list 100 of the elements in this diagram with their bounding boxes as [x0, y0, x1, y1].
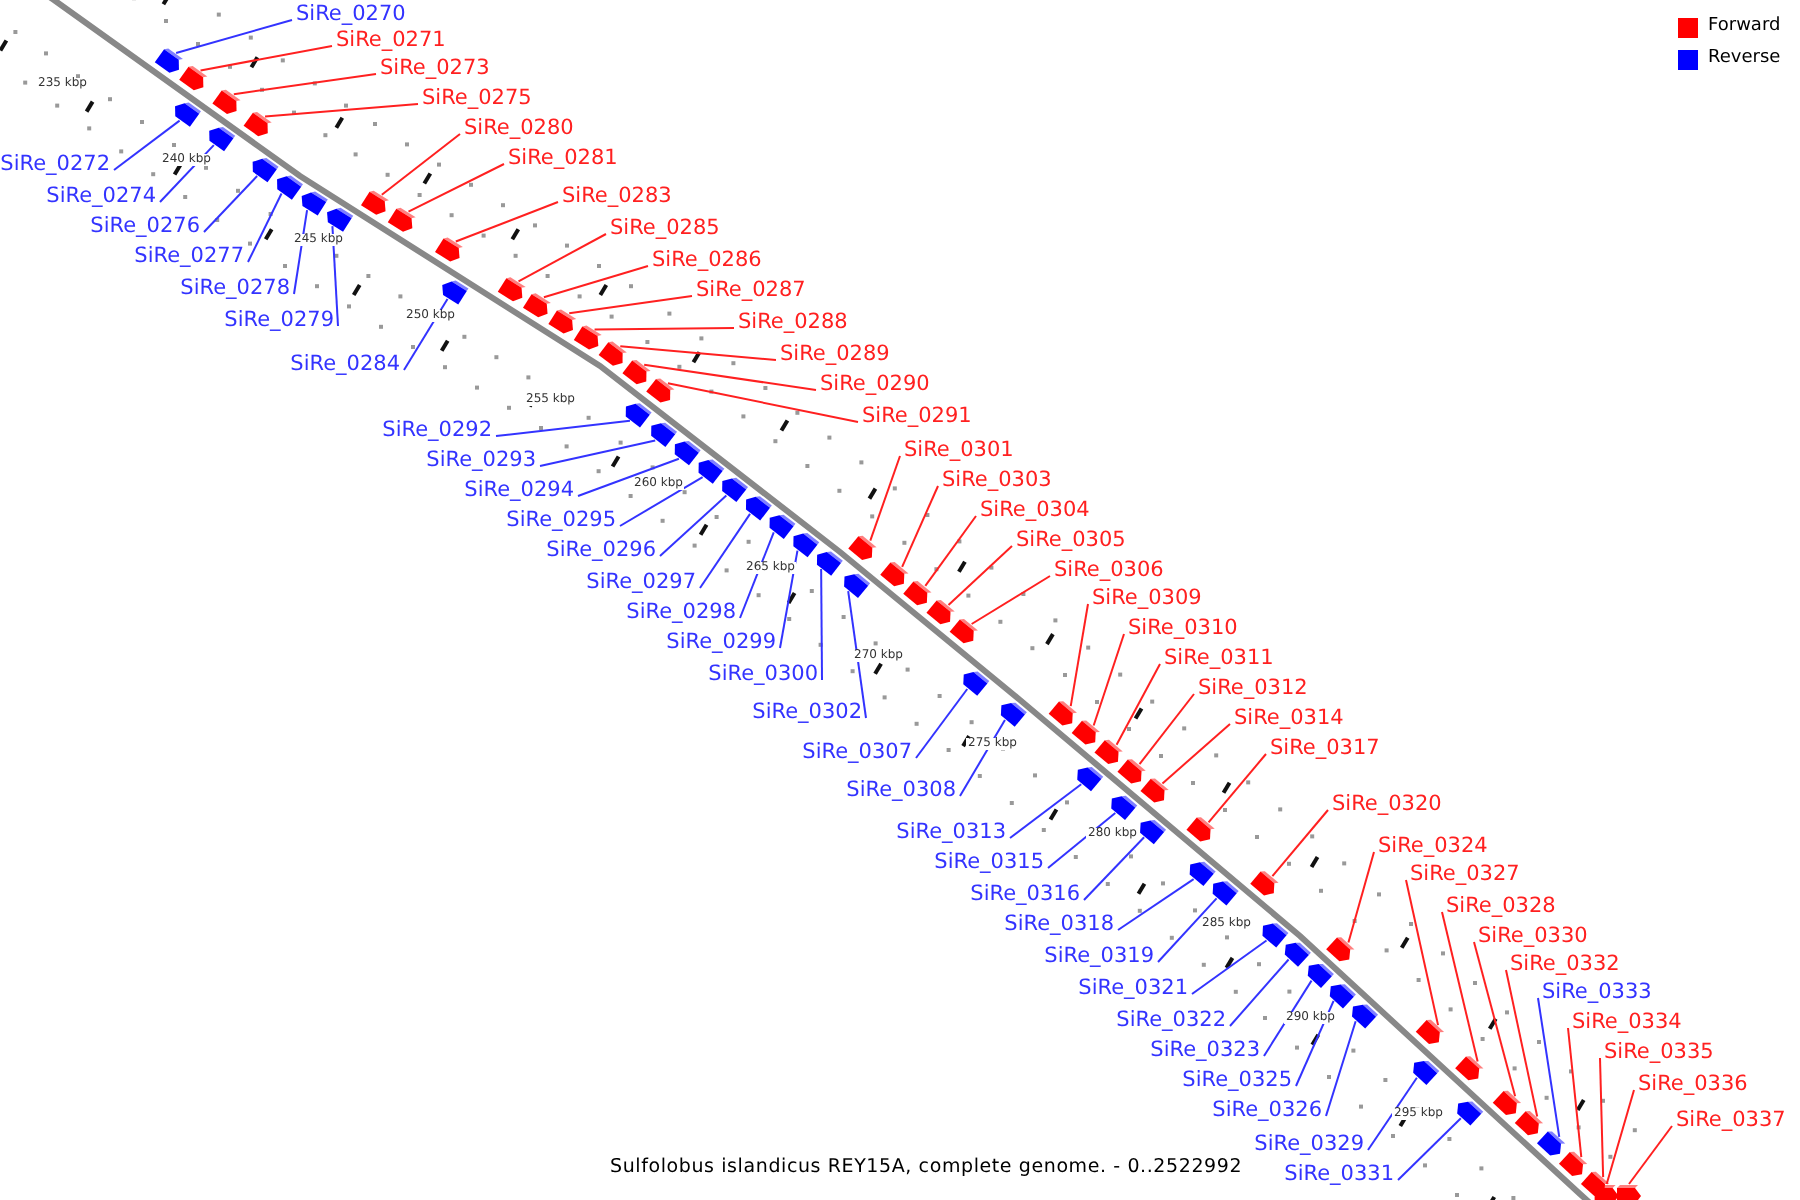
gene-label: SiRe_0324 — [1378, 836, 1488, 857]
gene-label: SiRe_0335 — [1604, 1042, 1714, 1063]
leader-line — [1191, 939, 1268, 995]
gene-block — [1457, 1101, 1484, 1126]
gene-block — [816, 551, 843, 576]
gene-block — [252, 158, 279, 183]
gene-block — [1117, 759, 1146, 784]
gene-block — [1140, 820, 1167, 845]
gene-block — [277, 175, 303, 200]
gene-label: SiRe_0313 — [896, 822, 1006, 843]
gene-block — [1140, 778, 1169, 803]
gene-block — [179, 66, 208, 91]
leader-line — [1092, 633, 1125, 727]
gene-block — [1351, 1004, 1379, 1029]
legend-label: Reverse — [1708, 50, 1781, 68]
gene-label: SiRe_0334 — [1572, 1012, 1682, 1033]
gene-label: SiRe_0315 — [934, 852, 1044, 873]
gene-block — [1077, 767, 1104, 792]
gene-block — [1048, 701, 1077, 726]
gene-label: SiRe_0330 — [1478, 926, 1588, 947]
gene-label: SiRe_0301 — [904, 440, 1014, 461]
leader-line — [659, 494, 728, 557]
leader-line — [1083, 836, 1146, 901]
leader-line — [901, 485, 939, 568]
gene-label: SiRe_0276 — [90, 216, 200, 237]
gene-block — [175, 102, 201, 127]
leader-line — [1047, 812, 1117, 869]
gene-block — [243, 112, 272, 137]
gene-label: SiRe_0332 — [1510, 954, 1620, 975]
gene-label: SiRe_0328 — [1446, 896, 1556, 917]
leader-line — [539, 439, 657, 467]
gene-label: SiRe_0296 — [546, 540, 656, 561]
leader-line — [1441, 911, 1479, 1063]
leader-line — [495, 419, 631, 437]
gene-block — [1594, 1185, 1619, 1200]
leader-line — [1263, 979, 1313, 1057]
gene-block — [1250, 871, 1279, 896]
leader-line — [1567, 1027, 1583, 1159]
gene-label: SiRe_0277 — [134, 246, 244, 267]
leader-line — [959, 719, 1006, 797]
gene-block — [1212, 881, 1239, 906]
gene-label: SiRe_0275 — [422, 88, 532, 109]
leader-line — [517, 233, 607, 283]
gene-label: SiRe_0317 — [1270, 738, 1380, 759]
gene-block — [1186, 817, 1215, 842]
gene-label: SiRe_0284 — [290, 354, 400, 375]
gene-label: SiRe_0329 — [1254, 1134, 1364, 1155]
leader-line — [1367, 1076, 1418, 1151]
gene-label: SiRe_0285 — [610, 218, 720, 239]
leader-line — [1347, 851, 1375, 944]
gene-block — [361, 190, 389, 215]
gene-label: SiRe_0327 — [1410, 864, 1520, 885]
gene-label: SiRe_0287 — [696, 280, 806, 301]
gene-label: SiRe_0270 — [296, 4, 406, 25]
gene-block — [722, 477, 748, 503]
leader-line — [779, 549, 799, 649]
gene-label: SiRe_0326 — [1212, 1100, 1322, 1121]
gene-label: SiRe_0325 — [1182, 1070, 1292, 1091]
leader-line — [739, 531, 775, 619]
gene-label: SiRe_0294 — [464, 480, 574, 501]
gene-label: SiRe_0272 — [0, 154, 110, 175]
leader-line — [380, 133, 461, 196]
leader-line — [1473, 941, 1517, 1098]
leader-line — [619, 345, 777, 361]
gene-label: SiRe_0278 — [180, 278, 290, 299]
gene-label: SiRe_0305 — [1016, 530, 1126, 551]
leader-line — [947, 545, 1013, 606]
leader-line — [113, 119, 181, 171]
gene-label: SiRe_0293 — [426, 450, 536, 471]
leader-line — [699, 512, 752, 589]
gene-block — [651, 422, 677, 447]
leader-line — [568, 295, 693, 315]
gene-block — [1189, 861, 1216, 887]
gene-label: SiRe_0323 — [1150, 1040, 1260, 1061]
gene-block — [1071, 720, 1100, 745]
leader-line — [643, 363, 817, 391]
gene-block — [625, 403, 652, 428]
gene-label: SiRe_0331 — [1284, 1164, 1394, 1185]
gene-block — [646, 378, 675, 403]
leader-line — [199, 45, 333, 72]
gene-label: SiRe_0336 — [1638, 1074, 1748, 1095]
gene-block — [1492, 1090, 1522, 1115]
gene-block — [154, 48, 183, 73]
gene-label: SiRe_0299 — [666, 632, 776, 653]
leader-line — [407, 163, 505, 213]
gene-block — [327, 207, 354, 232]
gene-block — [1000, 702, 1027, 727]
leader-line — [593, 327, 735, 331]
gene-label: SiRe_0303 — [942, 470, 1052, 491]
leader-line — [577, 457, 680, 497]
gene-label: SiRe_0322 — [1116, 1010, 1226, 1031]
leader-line — [1397, 1117, 1462, 1181]
gene-block — [1536, 1131, 1566, 1156]
leader-line — [293, 209, 309, 295]
leader-line — [970, 575, 1051, 625]
gene-block — [1413, 1060, 1440, 1085]
gene-label: SiRe_0280 — [464, 118, 574, 139]
leader-line — [1009, 783, 1083, 839]
gene-block — [1558, 1151, 1588, 1176]
leader-line — [1161, 723, 1231, 785]
